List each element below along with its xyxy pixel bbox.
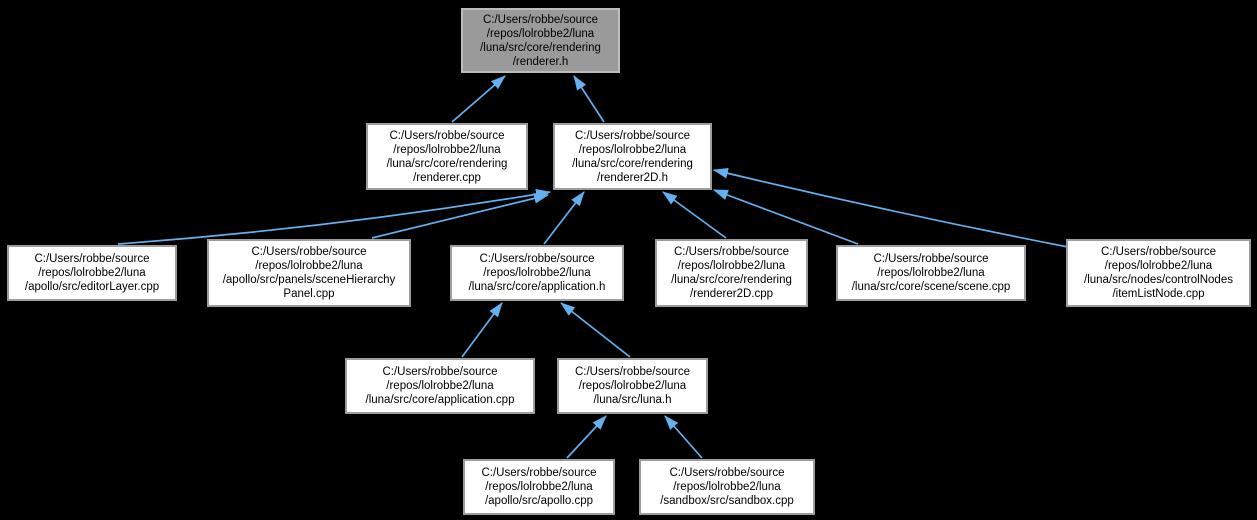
edge-apollo-cpp-to-luna-h — [566, 415, 607, 459]
edge-editorlayer-cpp-to-renderer2d-h — [117, 189, 552, 245]
graph-node-label: C:/Users/robbe/source /repos/lolrobbe2/l… — [481, 467, 597, 507]
graph-node-label: C:/Users/robbe/source /repos/lolrobbe2/l… — [480, 13, 601, 68]
graph-node-luna-h[interactable]: C:/Users/robbe/source /repos/lolrobbe2/l… — [557, 358, 708, 414]
graph-node-application-h[interactable]: C:/Users/robbe/source /repos/lolrobbe2/l… — [450, 245, 624, 301]
edge-luna-h-to-application-h — [560, 302, 631, 358]
graph-node-apollo-cpp[interactable]: C:/Users/robbe/source /repos/lolrobbe2/l… — [463, 459, 615, 515]
graph-node-label: C:/Users/robbe/source /repos/lolrobbe2/l… — [1084, 246, 1233, 300]
graph-node-label: C:/Users/robbe/source /repos/lolrobbe2/l… — [24, 253, 160, 293]
graph-node-label: C:/Users/robbe/source /repos/lolrobbe2/l… — [572, 129, 693, 184]
edge-scene-cpp-to-renderer2d-h — [712, 189, 859, 245]
graph-node-renderer2d-h[interactable]: C:/Users/robbe/source /repos/lolrobbe2/l… — [553, 123, 712, 190]
edge-renderer2d-cpp-to-renderer2d-h — [662, 191, 727, 239]
graph-node-label: C:/Users/robbe/source /repos/lolrobbe2/l… — [365, 366, 515, 406]
graph-node-label: C:/Users/robbe/source /repos/lolrobbe2/l… — [386, 129, 508, 184]
graph-node-itemlistnode-cpp[interactable]: C:/Users/robbe/source /repos/lolrobbe2/l… — [1066, 239, 1251, 307]
graph-node-application-cpp[interactable]: C:/Users/robbe/source /repos/lolrobbe2/l… — [345, 358, 535, 414]
graph-node-label: C:/Users/robbe/source /repos/lolrobbe2/l… — [660, 467, 794, 507]
graph-node-scene-cpp[interactable]: C:/Users/robbe/source /repos/lolrobbe2/l… — [836, 245, 1026, 301]
graph-node-label: C:/Users/robbe/source /repos/lolrobbe2/l… — [222, 246, 396, 300]
edge-application-cpp-to-application-h — [461, 302, 503, 358]
graph-node-editorlayer-cpp[interactable]: C:/Users/robbe/source /repos/lolrobbe2/l… — [7, 245, 177, 301]
edge-application-h-to-renderer2d-h — [543, 191, 585, 245]
edge-renderer-cpp-to-renderer-h — [451, 75, 506, 123]
graph-node-label: C:/Users/robbe/source /repos/lolrobbe2/l… — [671, 246, 792, 300]
graph-node-renderer-h: C:/Users/robbe/source /repos/lolrobbe2/l… — [461, 8, 620, 73]
graph-node-renderer2d-cpp[interactable]: C:/Users/robbe/source /repos/lolrobbe2/l… — [655, 239, 808, 307]
edge-renderer2d-h-to-renderer-h — [573, 75, 605, 123]
graph-node-sandbox-cpp[interactable]: C:/Users/robbe/source /repos/lolrobbe2/l… — [639, 459, 815, 515]
edge-itemlistnode-cpp-to-renderer2d-h — [712, 168, 1069, 248]
graph-node-renderer-cpp[interactable]: C:/Users/robbe/source /repos/lolrobbe2/l… — [366, 123, 528, 190]
graph-node-label: C:/Users/robbe/source /repos/lolrobbe2/l… — [574, 366, 691, 406]
edge-scenehierarchypanel-cpp-to-renderer2d-h — [371, 193, 550, 239]
graph-node-label: C:/Users/robbe/source /repos/lolrobbe2/l… — [468, 253, 606, 293]
edge-sandbox-cpp-to-luna-h — [664, 415, 703, 459]
graph-node-scenehierarchypanel-cpp[interactable]: C:/Users/robbe/source /repos/lolrobbe2/l… — [207, 239, 411, 307]
graph-node-label: C:/Users/robbe/source /repos/lolrobbe2/l… — [851, 253, 1011, 293]
